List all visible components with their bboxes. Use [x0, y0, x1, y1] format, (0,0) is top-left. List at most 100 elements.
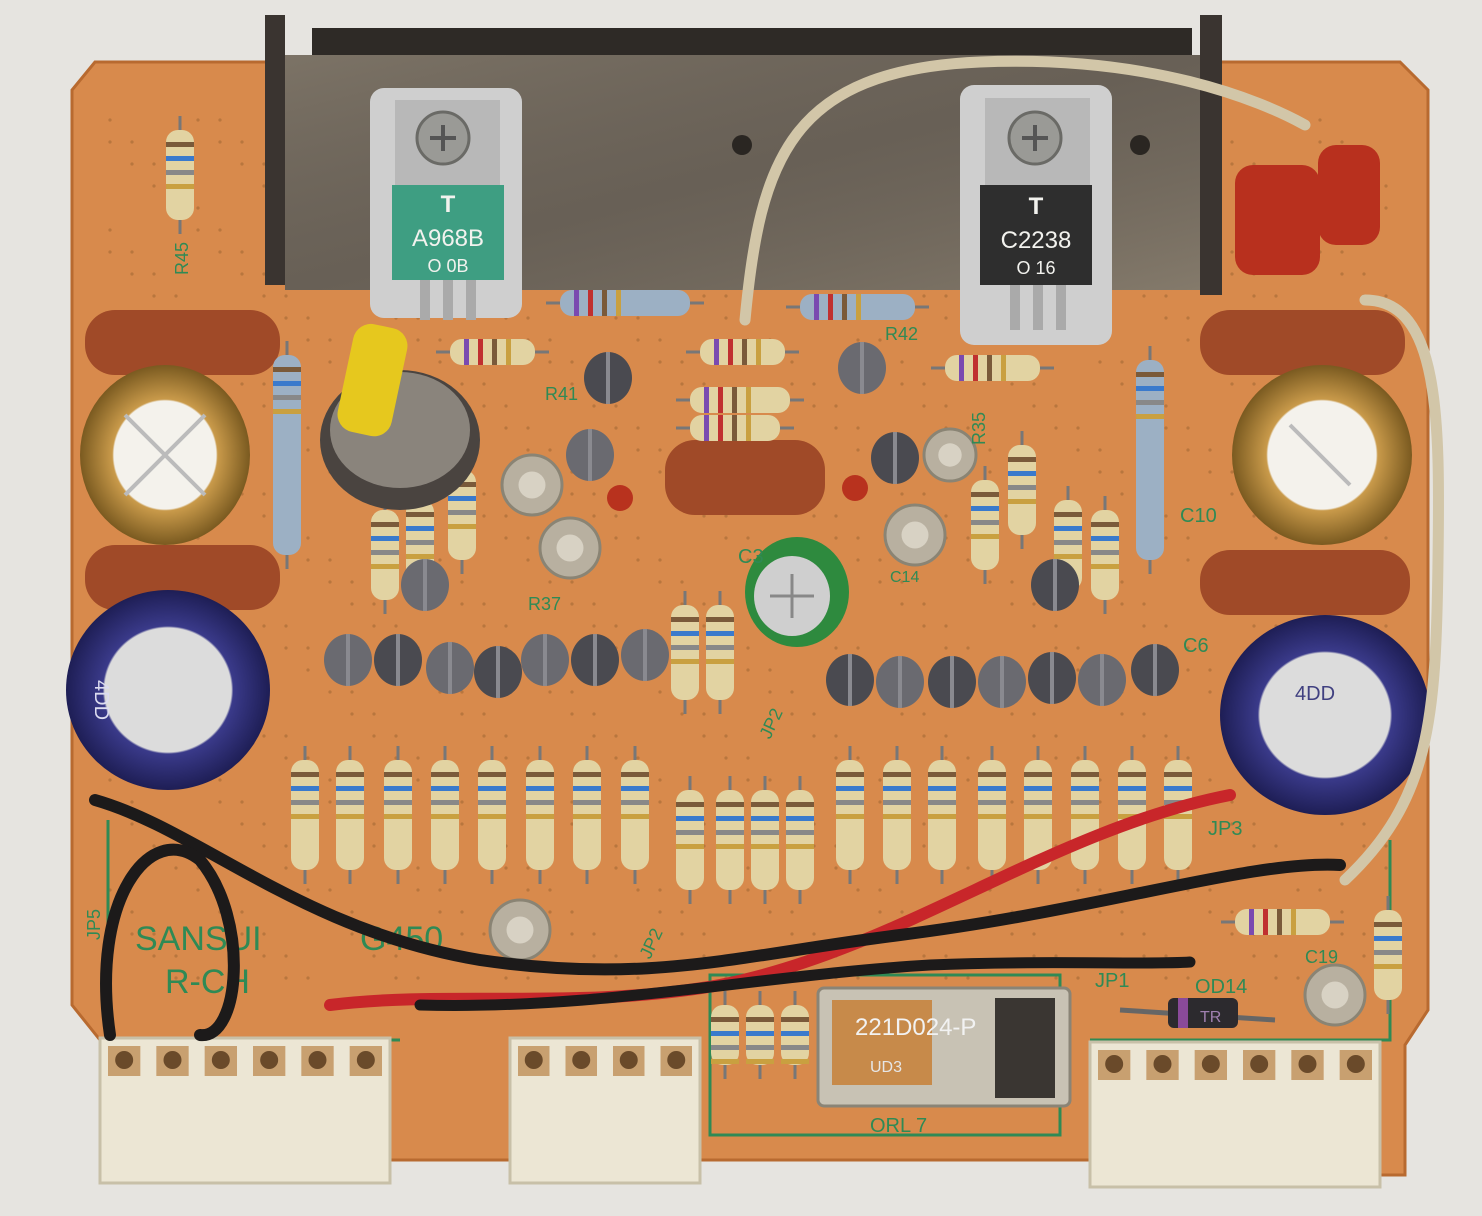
copper-dot — [922, 294, 926, 298]
copper-dot — [174, 294, 178, 298]
copper-dot — [1076, 646, 1080, 650]
resistor-band — [987, 355, 992, 381]
small-capacitors — [488, 427, 1367, 1027]
capacitor-top — [518, 471, 546, 499]
copper-dot — [196, 888, 200, 892]
copper-dot — [262, 404, 266, 408]
copper-dot — [614, 426, 618, 430]
resistor-band — [732, 387, 737, 413]
transistor-flat-face — [588, 429, 592, 481]
copper-dot — [900, 602, 904, 606]
copper-dot — [416, 976, 420, 980]
copper-dot — [306, 448, 310, 452]
copper-dot — [306, 756, 310, 760]
copper-dot — [152, 184, 156, 188]
copper-dot — [108, 778, 112, 782]
copper-dot — [724, 756, 728, 760]
silkscreen-outline-right — [1090, 840, 1392, 1042]
copper-dot — [614, 624, 618, 628]
resistor-band — [506, 339, 511, 365]
resistor-band — [621, 786, 649, 791]
copper-dot — [856, 646, 860, 650]
copper-dot — [592, 932, 596, 936]
resistor-band — [671, 631, 699, 636]
copper-dot — [240, 382, 244, 386]
copper-dot — [1274, 976, 1278, 980]
trimmer-potentiometer — [320, 323, 480, 510]
copper-dot — [1252, 822, 1256, 826]
copper-dot — [658, 910, 662, 914]
copper-dot — [812, 382, 816, 386]
resistor — [273, 355, 301, 555]
copper-dot — [746, 888, 750, 892]
copper-dot — [680, 580, 684, 584]
resistor-band — [716, 816, 744, 821]
copper-dot — [262, 844, 266, 848]
copper-dot — [1340, 910, 1344, 914]
resistor-band — [711, 1045, 739, 1050]
copper-dot — [834, 514, 838, 518]
copper-dot — [548, 888, 552, 892]
copper-dot — [1384, 294, 1388, 298]
copper-dot — [790, 910, 794, 914]
capacitor-top — [938, 443, 962, 467]
resistor-band — [1374, 922, 1402, 927]
copper-dot — [1120, 932, 1124, 936]
resistor-band — [751, 844, 779, 849]
copper-dot — [1362, 272, 1366, 276]
copper-dot — [1120, 910, 1124, 914]
transistor-flat-face — [1000, 656, 1004, 708]
connector-pin — [308, 1051, 327, 1069]
copper-dot — [636, 976, 640, 980]
resistor-band — [746, 415, 751, 441]
relay-part-number: 221D024-P — [855, 1014, 976, 1041]
copper-dot — [614, 404, 618, 408]
copper-dot — [416, 866, 420, 870]
resistor-band — [928, 800, 956, 805]
resistor-band — [478, 814, 506, 819]
transistor-flat-face — [848, 654, 852, 706]
resistor-band — [1054, 540, 1082, 545]
copper-dot — [306, 668, 310, 672]
resistor-band — [716, 844, 744, 849]
copper-dot — [1230, 910, 1234, 914]
resistor-band — [371, 564, 399, 569]
c14-label: C14 — [890, 569, 919, 586]
connector-pin — [260, 1051, 279, 1069]
transistor-logo: T — [441, 191, 456, 218]
copper-dot — [548, 360, 552, 364]
resistor — [716, 790, 744, 890]
copper-dot — [834, 734, 838, 738]
resistor-band — [718, 415, 723, 441]
copper-dot — [966, 558, 970, 562]
resistor-band — [273, 367, 301, 372]
resistor-band — [1024, 786, 1052, 791]
copper-dot — [284, 976, 288, 980]
copper-dot — [680, 602, 684, 606]
resistor-band — [1024, 814, 1052, 819]
resistor-band — [371, 536, 399, 541]
copper-dot — [922, 822, 926, 826]
transistor-flat-face — [893, 432, 897, 484]
copper-dot — [1252, 294, 1256, 298]
copper-dot — [526, 976, 530, 980]
resistor-band — [971, 520, 999, 525]
copper-dot — [1252, 162, 1256, 166]
copper-dot — [878, 778, 882, 782]
copper-dot — [1230, 382, 1234, 386]
copper-dot — [636, 558, 640, 562]
small-transistors — [324, 342, 1179, 708]
resistor-band — [526, 814, 554, 819]
copper-dot — [658, 800, 662, 804]
resistor-band — [1071, 786, 1099, 791]
resistor-band — [1091, 564, 1119, 569]
copper-dot — [306, 536, 310, 540]
copper-dot — [1142, 932, 1146, 936]
resistor-band — [448, 510, 476, 515]
copper-dot — [702, 954, 706, 958]
copper-dot — [1010, 800, 1014, 804]
copper-dot — [240, 272, 244, 276]
copper-dot — [1362, 954, 1366, 958]
transistor-flat-face — [898, 656, 902, 708]
copper-dot — [680, 712, 684, 716]
